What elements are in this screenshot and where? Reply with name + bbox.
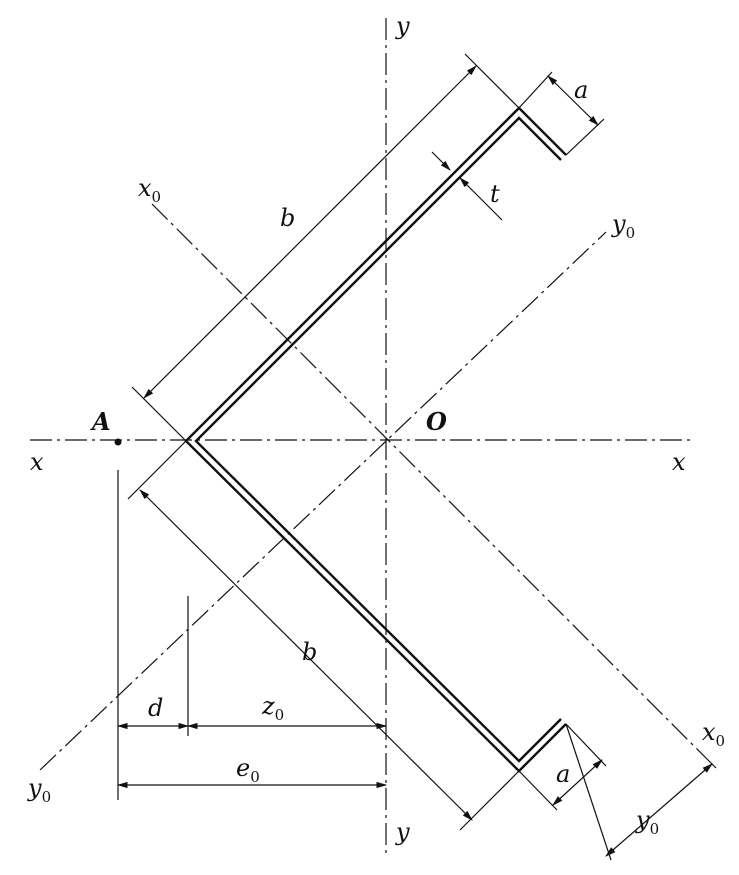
label-z0: z0: [261, 692, 284, 724]
dim-a-lower: [518, 723, 607, 811]
label-a-lower: a: [556, 760, 570, 788]
label-b-upper: b: [280, 204, 295, 232]
label-e0: e0: [236, 754, 260, 786]
dim-t: [431, 151, 503, 221]
dim-b-lower: [127, 440, 520, 831]
label-axis-y-top: y: [395, 12, 410, 40]
label-axis-y0-bottom: y0: [27, 774, 51, 806]
label-origin-O: O: [426, 407, 447, 436]
label-axis-x0-bottom: x0: [702, 718, 725, 750]
label-d: d: [148, 694, 163, 722]
label-axis-y-bottom: y: [395, 818, 410, 846]
label-a-upper: a: [574, 76, 588, 104]
centerlines: [30, 18, 709, 855]
dim-horizontal: [116, 470, 388, 800]
label-point-A: A: [90, 407, 111, 436]
axis-x0-line: [151, 203, 709, 761]
profile-inner: [194, 116, 562, 763]
dim-y0-right: [565, 723, 717, 861]
label-t: t: [490, 180, 500, 208]
point-A-marker: [114, 438, 122, 446]
dim-a-upper: [518, 71, 605, 156]
label-axis-x-left: x: [30, 448, 44, 476]
label-axis-y0-top: y0: [611, 210, 635, 242]
label-b-lower: b: [302, 638, 317, 666]
label-axis-x0-top: x0: [138, 174, 161, 206]
label-axis-x-right: x: [672, 448, 686, 476]
dim-b-upper: [131, 53, 520, 442]
label-y0-right: y0: [635, 806, 659, 838]
